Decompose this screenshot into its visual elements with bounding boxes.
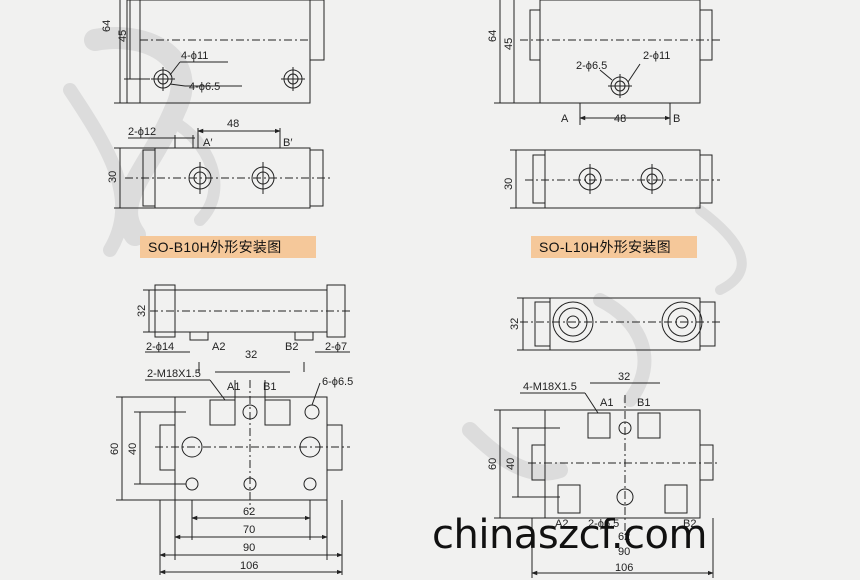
- dim-32-ports-right: 32: [618, 371, 630, 383]
- dim-64-right: 64: [487, 30, 499, 42]
- sol10h-top-view: [494, 0, 720, 125]
- port-b1-right: B1: [637, 397, 650, 409]
- dim-70-left: 70: [243, 524, 255, 536]
- label-4-phi11: 4-ϕ11: [181, 50, 208, 62]
- label-2-phi14: 2-ϕ14: [146, 341, 174, 353]
- port-b-prime: B′: [283, 137, 292, 149]
- sol10h-mounting-face: [494, 382, 720, 578]
- sob10h-side-view: [114, 128, 330, 209]
- sob10h-top-view: [114, 0, 325, 104]
- dim-90-left: 90: [243, 542, 255, 554]
- label-2-phi11: 2-ϕ11: [643, 50, 670, 62]
- dim-40-right: 40: [505, 458, 517, 470]
- port-a-prime: A′: [203, 137, 212, 149]
- dim-60-right: 60: [487, 458, 499, 470]
- label-4-m18: 4-M18X1.5: [523, 381, 577, 393]
- dim-30-right: 30: [503, 178, 515, 190]
- dim-32-ports-left: 32: [245, 349, 257, 361]
- dim-32-right-side: 32: [509, 318, 521, 330]
- label-2-phi12: 2-ϕ12: [128, 126, 156, 138]
- port-a2-left-side: A2: [212, 341, 225, 353]
- port-b-right: B: [673, 113, 680, 125]
- port-b2-right: B2: [683, 518, 696, 530]
- dim-106-left: 106: [240, 560, 258, 572]
- dim-40-left: 40: [127, 443, 139, 455]
- dim-48-left: 48: [227, 118, 239, 130]
- dim-60-left: 60: [109, 443, 121, 455]
- dim-45-left: 45: [117, 30, 129, 42]
- port-a1-right: A1: [600, 397, 613, 409]
- label-2-phi65: 2-ϕ6.5: [576, 60, 607, 72]
- port-a1-left: A1: [227, 381, 240, 393]
- dim-90-right: 90: [618, 546, 630, 558]
- label-4-phi65: 4-ϕ6.5: [189, 81, 220, 93]
- dim-62-left: 62: [243, 506, 255, 518]
- brush-watermark: [63, 27, 747, 481]
- port-b2-left-side: B2: [285, 341, 298, 353]
- dim-62-right: 62: [618, 531, 630, 543]
- watermark-domain: chinaszcf.com: [432, 512, 707, 558]
- label-6-phi65: 6-ϕ6.5: [322, 376, 353, 388]
- dim-45-right: 45: [503, 38, 515, 50]
- label-2-phi65-bottom: 2-ϕ6.5: [588, 518, 619, 530]
- sob10h-port-side-view: [143, 284, 350, 372]
- port-a-right: A: [561, 113, 569, 125]
- dimension-labels: 64 45 4-ϕ11 4-ϕ6.5 48 2-ϕ12 A′ B′ 30 64 …: [101, 20, 696, 574]
- sol10h-side-view: [510, 149, 720, 209]
- port-b1-left: B1: [263, 381, 276, 393]
- dim-106-right: 106: [615, 562, 633, 574]
- dim-30-left: 30: [107, 171, 119, 183]
- dim-32-left-side: 32: [136, 305, 148, 317]
- label-2-m18: 2-M18X1.5: [147, 368, 201, 380]
- sob10h-mounting-face: [116, 371, 350, 575]
- caption-so-b10h: SO-B10H外形安装图: [140, 236, 316, 258]
- label-2-phi7: 2-ϕ7: [325, 341, 347, 353]
- port-a2-right: A2: [555, 518, 568, 530]
- dim-64-left: 64: [101, 20, 113, 32]
- dim-48-right: 48: [614, 113, 626, 125]
- caption-so-l10h: SO-L10H外形安装图: [531, 236, 697, 258]
- sol10h-port-side-view: [517, 297, 720, 351]
